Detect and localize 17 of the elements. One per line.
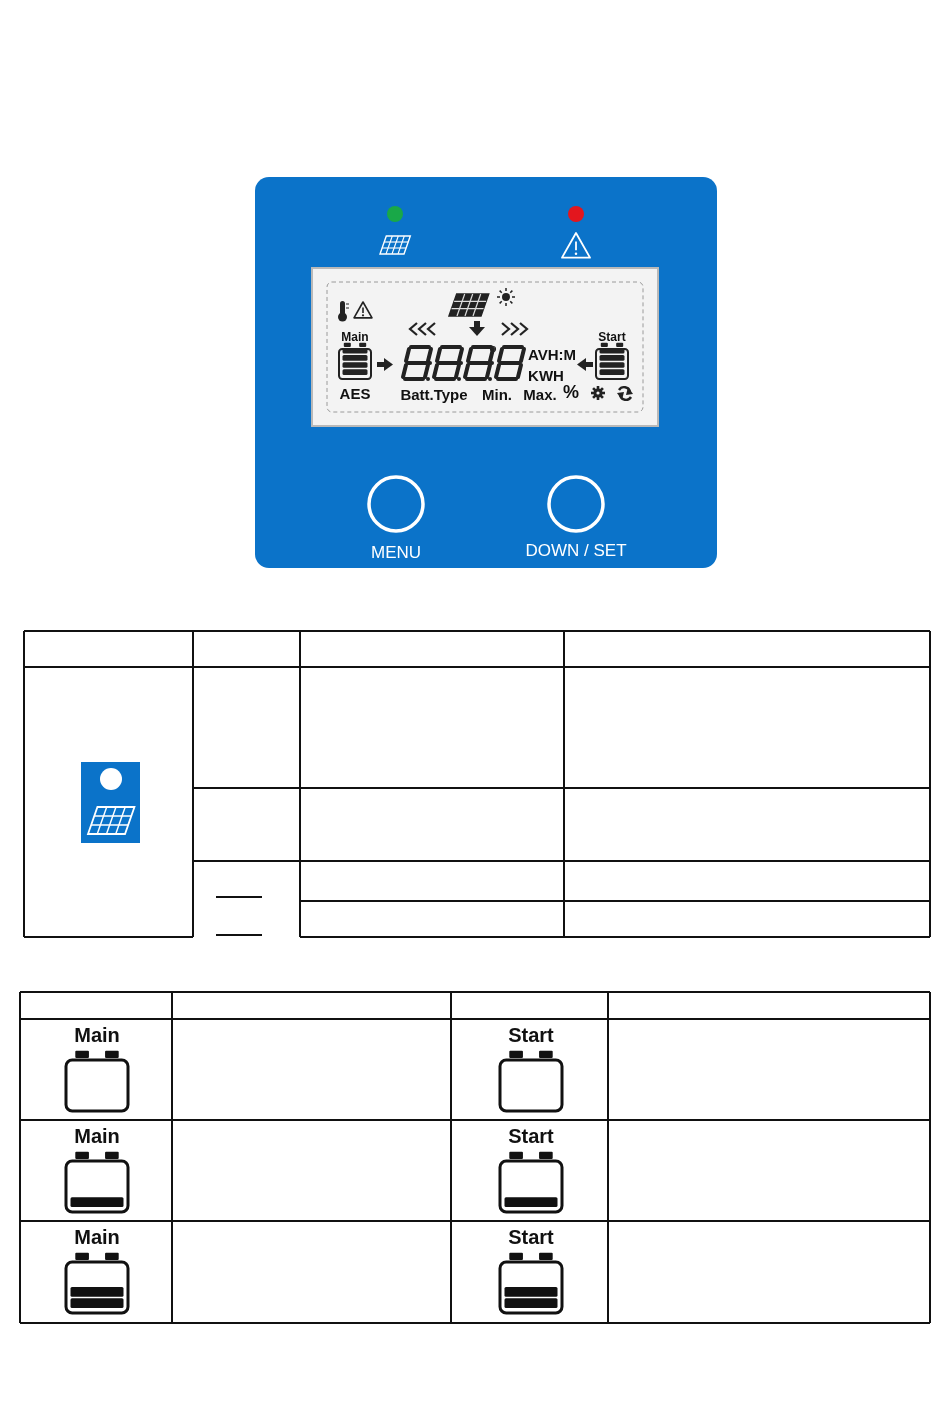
battery-label: Main [74,1227,120,1247]
button-label: MENU [370,543,422,561]
mode-label: Max. [523,386,557,402]
mode-label: Batt.Type [400,386,468,402]
battery-label: Main [341,331,369,343]
battery-label: Start [508,1126,554,1146]
battery-label: Main [74,1126,120,1146]
button-label: DOWN / SET [525,541,627,559]
mode-label: Min. [482,386,512,402]
unit-label: AVH:M [528,346,576,362]
unit-label: % [563,383,579,401]
mode-label: AES [339,385,371,401]
battery-label: Start [508,1025,554,1045]
battery-label: Start [508,1227,554,1247]
battery-label: Main [74,1025,120,1045]
battery-label: Start [598,331,626,343]
unit-label: KWH [528,367,564,383]
